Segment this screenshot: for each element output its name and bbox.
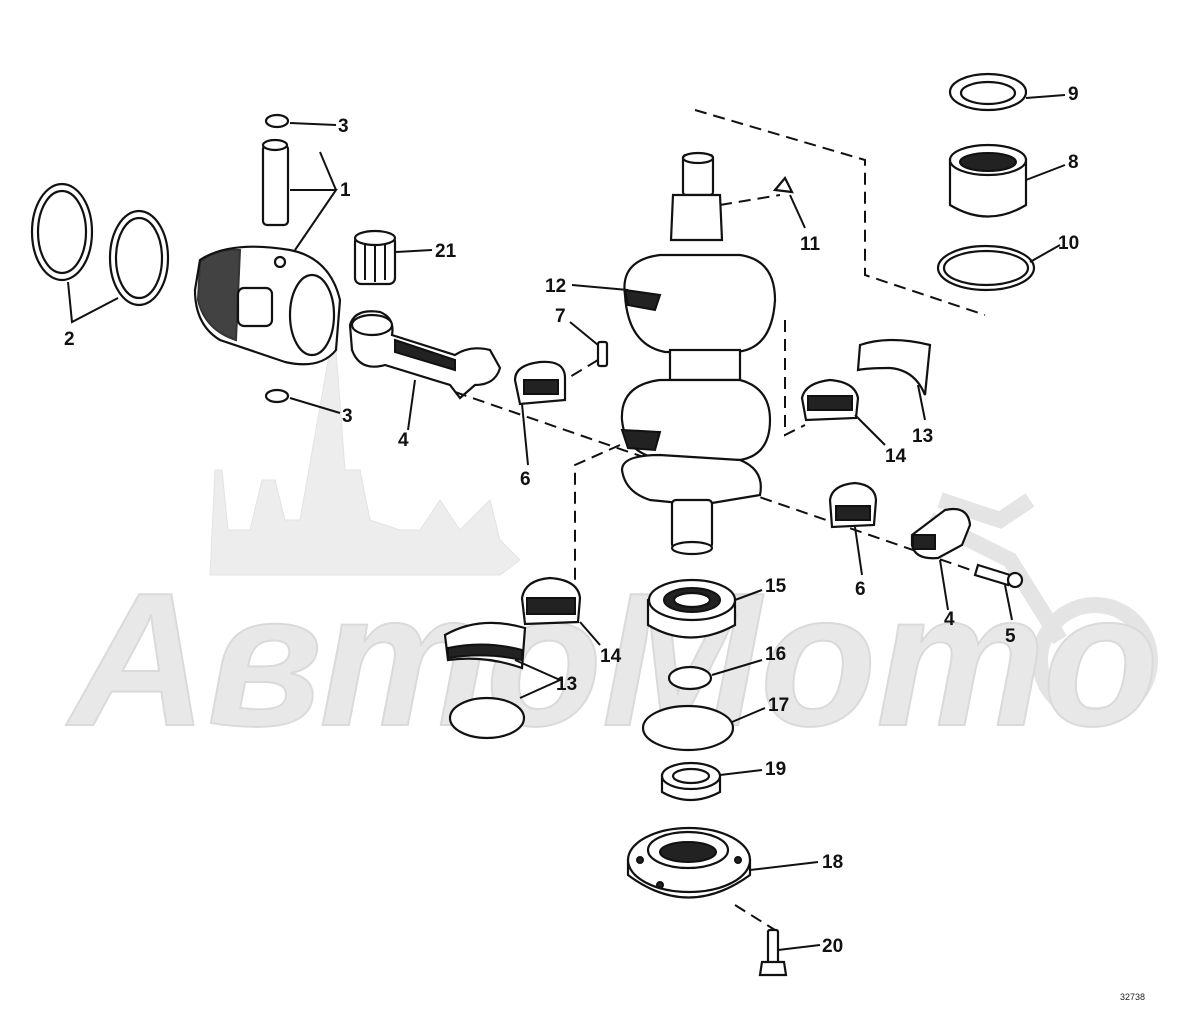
callout-labels: 1 2 3 3 4 4 5 6 6 7 8 9 10 11 12 13 13 1… xyxy=(64,84,1079,957)
callout-7: 7 xyxy=(555,306,566,327)
bearing-cage-6-right xyxy=(828,481,878,529)
bearing-liner-13-right xyxy=(856,338,932,396)
oil-seal-19 xyxy=(660,761,722,802)
bearing-liner-13-lower xyxy=(443,621,527,670)
callout-13-right: 13 xyxy=(912,426,933,447)
callout-9: 9 xyxy=(1068,84,1079,105)
top-bearing-stack xyxy=(936,72,1036,292)
o-ring-17 xyxy=(641,704,735,752)
callout-12: 12 xyxy=(545,276,566,297)
callout-10: 10 xyxy=(1058,233,1079,254)
callout-3-top: 3 xyxy=(338,116,349,137)
callout-6-left: 6 xyxy=(520,469,531,490)
bearing-cage-14-lower xyxy=(520,576,582,626)
bearing-housing-18 xyxy=(626,826,752,899)
callout-8: 8 xyxy=(1068,152,1079,173)
callout-20: 20 xyxy=(822,936,843,957)
connecting-rod xyxy=(348,310,502,400)
bearing-cage-14-right xyxy=(800,378,860,422)
callout-13-lower: 13 xyxy=(556,674,577,695)
bearing-cage-6-left xyxy=(513,360,567,466)
callout-4-rod: 4 xyxy=(398,430,409,451)
retaining-ring-13 xyxy=(448,696,526,740)
callout-4-cap: 4 xyxy=(944,609,955,630)
callout-16: 16 xyxy=(765,644,786,665)
callout-1: 1 xyxy=(340,180,351,201)
thrust-ring-16 xyxy=(667,665,713,691)
dowel-pin-7 xyxy=(596,340,609,368)
rod-cap xyxy=(910,507,972,560)
motorcycle-watermark-icon xyxy=(926,492,1158,723)
callout-14-lower: 14 xyxy=(600,646,622,667)
callout-21: 21 xyxy=(435,241,457,262)
spire-watermark-icon xyxy=(209,349,521,576)
callout-6-right: 6 xyxy=(855,579,866,600)
callout-11: 11 xyxy=(800,234,821,255)
drawing-number: 32738 xyxy=(1120,992,1145,1002)
watermark-text: АвтоМото xyxy=(66,554,1159,766)
screw-20 xyxy=(758,928,788,977)
callout-14-right: 14 xyxy=(885,446,907,467)
piston-rings xyxy=(30,182,170,307)
callout-15: 15 xyxy=(765,576,787,597)
needle-bearing-21 xyxy=(353,229,397,286)
ball-bearing-15 xyxy=(646,578,737,639)
cap-screw-5 xyxy=(973,563,1024,589)
callout-17: 17 xyxy=(768,695,789,716)
callout-5: 5 xyxy=(1005,626,1016,647)
crankshaft xyxy=(620,151,777,556)
woodruff-key-11 xyxy=(772,176,794,194)
callout-3-bottom: 3 xyxy=(342,406,353,427)
callout-19: 19 xyxy=(765,759,786,780)
watermark: АвтоМото xyxy=(65,349,1160,767)
callout-18: 18 xyxy=(822,852,843,873)
piston-assembly xyxy=(193,113,342,404)
callout-2: 2 xyxy=(64,329,75,350)
